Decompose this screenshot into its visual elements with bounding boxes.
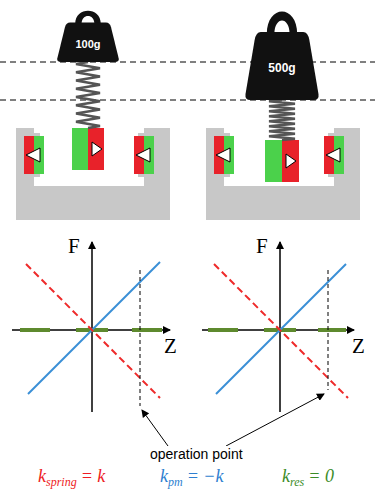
stiffness-value: = k	[81, 466, 106, 487]
weight-label: 100g	[56, 38, 120, 50]
force-graph	[12, 242, 170, 412]
leader-line	[142, 410, 168, 446]
stiffness-subscript: spring	[46, 475, 77, 490]
stiffness-symbol: k	[160, 466, 168, 487]
spring	[76, 62, 100, 128]
fixed-magnet	[214, 136, 234, 174]
spring	[269, 100, 295, 140]
fixed-magnet	[324, 136, 344, 174]
stiffness-subscript: res	[290, 475, 304, 490]
stiffness-formula: kspring = k	[38, 466, 105, 487]
stiffness-value: = 0	[308, 466, 334, 487]
annotation: operation point	[148, 446, 245, 462]
weight-shape	[56, 4, 120, 62]
reference-line	[0, 100, 375, 101]
weight: 100g	[56, 4, 120, 62]
axis-label: F	[68, 234, 80, 259]
fixed-magnet	[134, 136, 154, 174]
axis-label: Z	[352, 334, 365, 359]
force-graph	[202, 242, 354, 412]
stiffness-subscript: pm	[168, 475, 183, 490]
moving-magnet	[265, 140, 299, 182]
leader-line	[226, 394, 324, 446]
fixed-magnet	[24, 136, 44, 174]
stiffness-formula: kres = 0	[282, 466, 334, 487]
reference-line	[0, 62, 375, 63]
moving-magnet	[72, 128, 104, 170]
stiffness-value: = −k	[187, 466, 224, 487]
stiffness-formula: kpm = −k	[160, 466, 223, 487]
weight-label: 500g	[244, 61, 320, 75]
axis-label: Z	[164, 334, 177, 359]
stiffness-symbol: k	[282, 466, 290, 487]
magnet-base	[16, 128, 170, 220]
weight-shape	[244, 0, 320, 100]
magnet-base	[206, 128, 360, 220]
axis-label: F	[256, 234, 268, 259]
stiffness-symbol: k	[38, 466, 46, 487]
weight: 500g	[244, 0, 320, 100]
